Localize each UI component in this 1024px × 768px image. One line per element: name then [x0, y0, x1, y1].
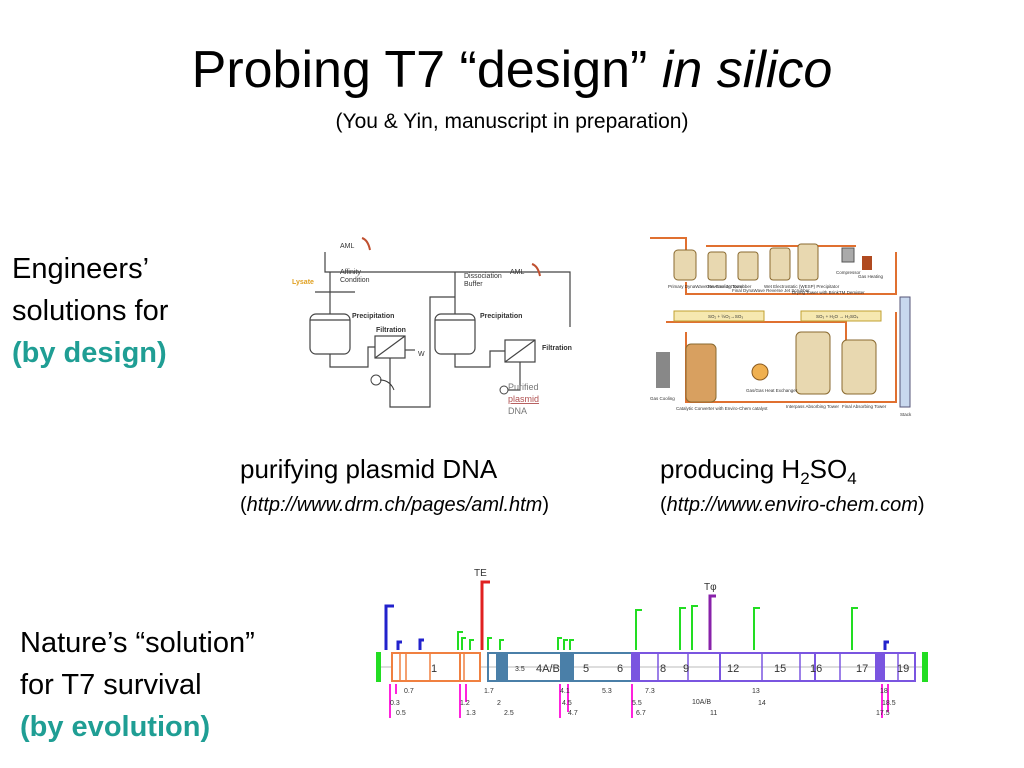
dissociation-label-2: Buffer — [464, 281, 483, 288]
gene-label: 3.5 — [515, 666, 525, 673]
below-label: 5.5 — [632, 700, 642, 707]
lysate-label: Lysate — [292, 279, 314, 286]
below-label: 11 — [710, 710, 717, 717]
plant-label-4: Wet Electrostatic (WESP) Precipitator — [764, 284, 840, 289]
below-label: 0.3 — [390, 700, 400, 707]
gene-label: 5 — [583, 663, 589, 675]
plant-label-7: Gas Heating — [858, 274, 884, 279]
dna-caption: purifying plasmid DNA — [240, 454, 498, 484]
below-label: 4.5 — [562, 700, 572, 707]
gene-labels: 1 3.5 4A/B 5 6 8 9 12 15 16 17 19 — [431, 663, 909, 675]
engineers-line1: Engineers’ — [12, 253, 150, 285]
plant-label-9: Gas/Gas Heat Exchanger — [746, 388, 798, 393]
below-label: 13 — [752, 688, 760, 695]
below-label: 0.7 — [404, 688, 414, 695]
below-label: 4.1 — [560, 688, 570, 695]
nature-line3: (by evolution) — [20, 711, 211, 743]
below-label: 17.5 — [876, 710, 890, 717]
product-label-2: plasmid — [508, 394, 539, 404]
h2so4-source: (http://www.enviro-chem.com) — [660, 494, 925, 516]
plant-label-6: Compressor — [836, 270, 861, 275]
sulfuric-acid-plant-diagram: SO₂ + ½O₂→SO₃ SO₃ + H₂O → H₂SO₄ Primary … — [650, 237, 912, 417]
below-label: 10A/B — [692, 699, 711, 706]
plant-label-10: Interpass Absorbing Tower — [786, 404, 839, 409]
aml-label-1: AML — [340, 243, 355, 250]
filtration-label-1: Filtration — [376, 327, 406, 334]
aml-label-2: AML — [510, 269, 525, 276]
plant-label-1: Primary DynaWave Reverse Jet Scrubber — [668, 284, 752, 289]
product-label-1: Purified — [508, 382, 539, 392]
below-label: 2 — [497, 700, 501, 707]
gene-label: 19 — [897, 663, 909, 675]
below-label: 6.7 — [636, 710, 646, 717]
filtration-label-2: Filtration — [542, 345, 572, 352]
engineers-text: Engineers’ solutions for (by design) — [12, 248, 168, 374]
h2so4-caption: producing H2SO4 — [660, 454, 857, 489]
below-label: 0.5 — [396, 710, 406, 717]
below-label: 1.2 — [460, 700, 470, 707]
gene-label: 15 — [774, 663, 786, 675]
below-label: 1.7 — [484, 688, 494, 695]
gene-label: 6 — [617, 663, 623, 675]
plant-label-12: Stack — [900, 412, 912, 417]
h2so4-source-url[interactable]: http://www.enviro-chem.com — [666, 494, 918, 516]
below-label: 1.3 — [466, 710, 476, 717]
gene-label: 8 — [660, 663, 666, 675]
plant-label-3: Final DynaWave Reverse Jet Scrubber — [732, 288, 810, 293]
gene-label: 17 — [856, 663, 868, 675]
dissociation-label-1: Dissociation — [464, 273, 502, 280]
waste-label: W — [418, 351, 425, 358]
below-label: 5.3 — [602, 688, 612, 695]
dna-source-url[interactable]: http://www.drm.ch/pages/aml.htm — [246, 494, 543, 516]
tphi-marker-label: Tφ — [704, 582, 717, 593]
t7-genome-map: 1 3.5 4A/B 5 6 8 9 12 15 16 17 19 0.7 1.… — [376, 568, 928, 718]
below-label: 7.3 — [645, 688, 655, 695]
plant-label-5: Drying Tower with BrinkTM Demister — [792, 290, 865, 295]
below-label: 4.7 — [568, 710, 578, 717]
nature-line1: Nature’s “solution” — [20, 627, 255, 659]
page-title: Probing T7 “design” in silico — [191, 41, 833, 99]
nature-text: Nature’s “solution” for T7 survival (by … — [20, 622, 255, 748]
precipitation-label-2: Precipitation — [480, 313, 522, 320]
gene-label: 4A/B — [536, 663, 560, 675]
plant-label-13: Gas Cooling — [650, 396, 675, 401]
te-marker-label: TE — [474, 568, 487, 579]
below-label: 18.5 — [882, 700, 896, 707]
dna-source: (http://www.drm.ch/pages/aml.htm) — [240, 494, 550, 516]
precipitation-label-1: Precipitation — [352, 313, 394, 320]
product-label-3: DNA — [508, 406, 527, 416]
below-label: 14 — [758, 700, 766, 707]
engineers-line3: (by design) — [12, 337, 167, 369]
affinity-label-2: Condition — [340, 277, 370, 284]
plant-label-8: Catalytic Converter with Enviro-Chem cat… — [676, 406, 768, 411]
gene-label: 9 — [683, 663, 689, 675]
reaction-label-1: SO₂ + ½O₂→SO₃ — [708, 313, 743, 319]
below-label: 18 — [880, 688, 888, 695]
gene-label: 12 — [727, 663, 739, 675]
plant-label-11: Final Absorbing Tower — [842, 404, 887, 409]
nature-line2: for T7 survival — [20, 669, 202, 701]
plasmid-purification-diagram: AML AML Lysate Affinity Condition Dissoc… — [292, 237, 572, 416]
below-label: 2.5 — [504, 710, 514, 717]
affinity-label-1: Affinity — [340, 269, 361, 276]
reaction-label-2: SO₃ + H₂O → H₂SO₄ — [816, 314, 858, 319]
page-subtitle: (You & Yin, manuscript in preparation) — [335, 110, 689, 133]
gene-label: 16 — [810, 663, 822, 675]
plant-label-2: Gas Cooling Tower — [706, 284, 744, 289]
gene-label: 1 — [431, 663, 437, 675]
engineers-line2: solutions for — [12, 295, 169, 327]
